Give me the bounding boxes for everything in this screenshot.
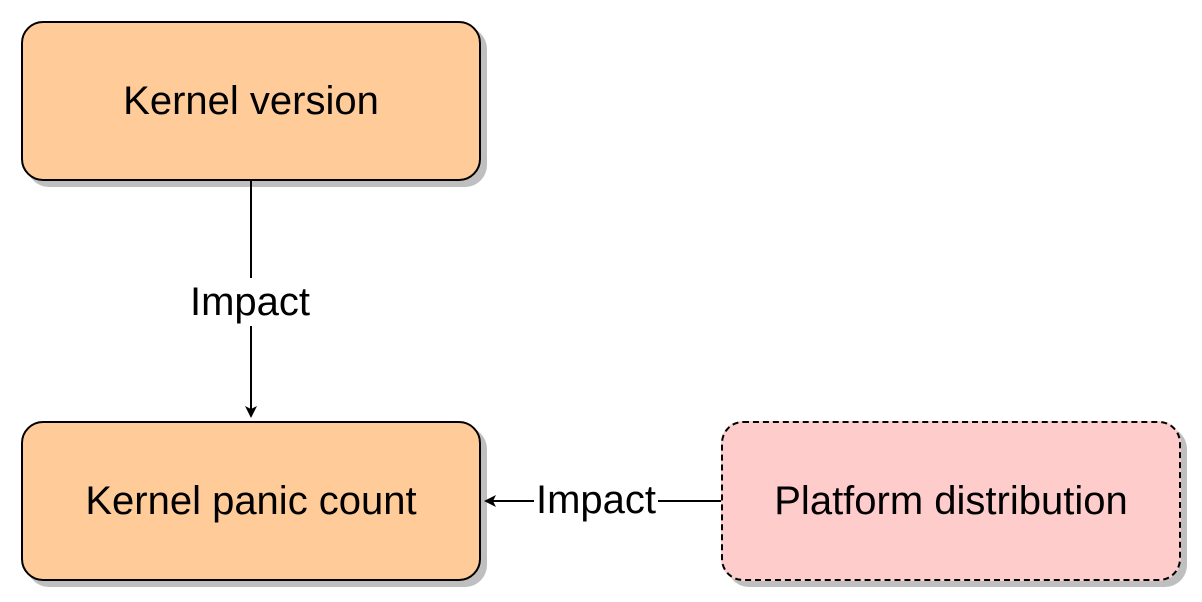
node-kernel-panic-count-label: Kernel panic count: [85, 478, 417, 523]
node-platform-distribution-label: Platform distribution: [774, 478, 1128, 523]
node-kernel-version[interactable]: Kernel version: [21, 21, 481, 181]
node-kernel-version-label: Kernel version: [123, 78, 379, 123]
node-kernel-panic-count[interactable]: Kernel panic count: [21, 421, 481, 581]
edge-label-version-to-panic: Impact: [188, 278, 313, 326]
node-platform-distribution[interactable]: Platform distribution: [721, 421, 1181, 581]
edge-label-platform-to-panic: Impact: [534, 476, 659, 524]
